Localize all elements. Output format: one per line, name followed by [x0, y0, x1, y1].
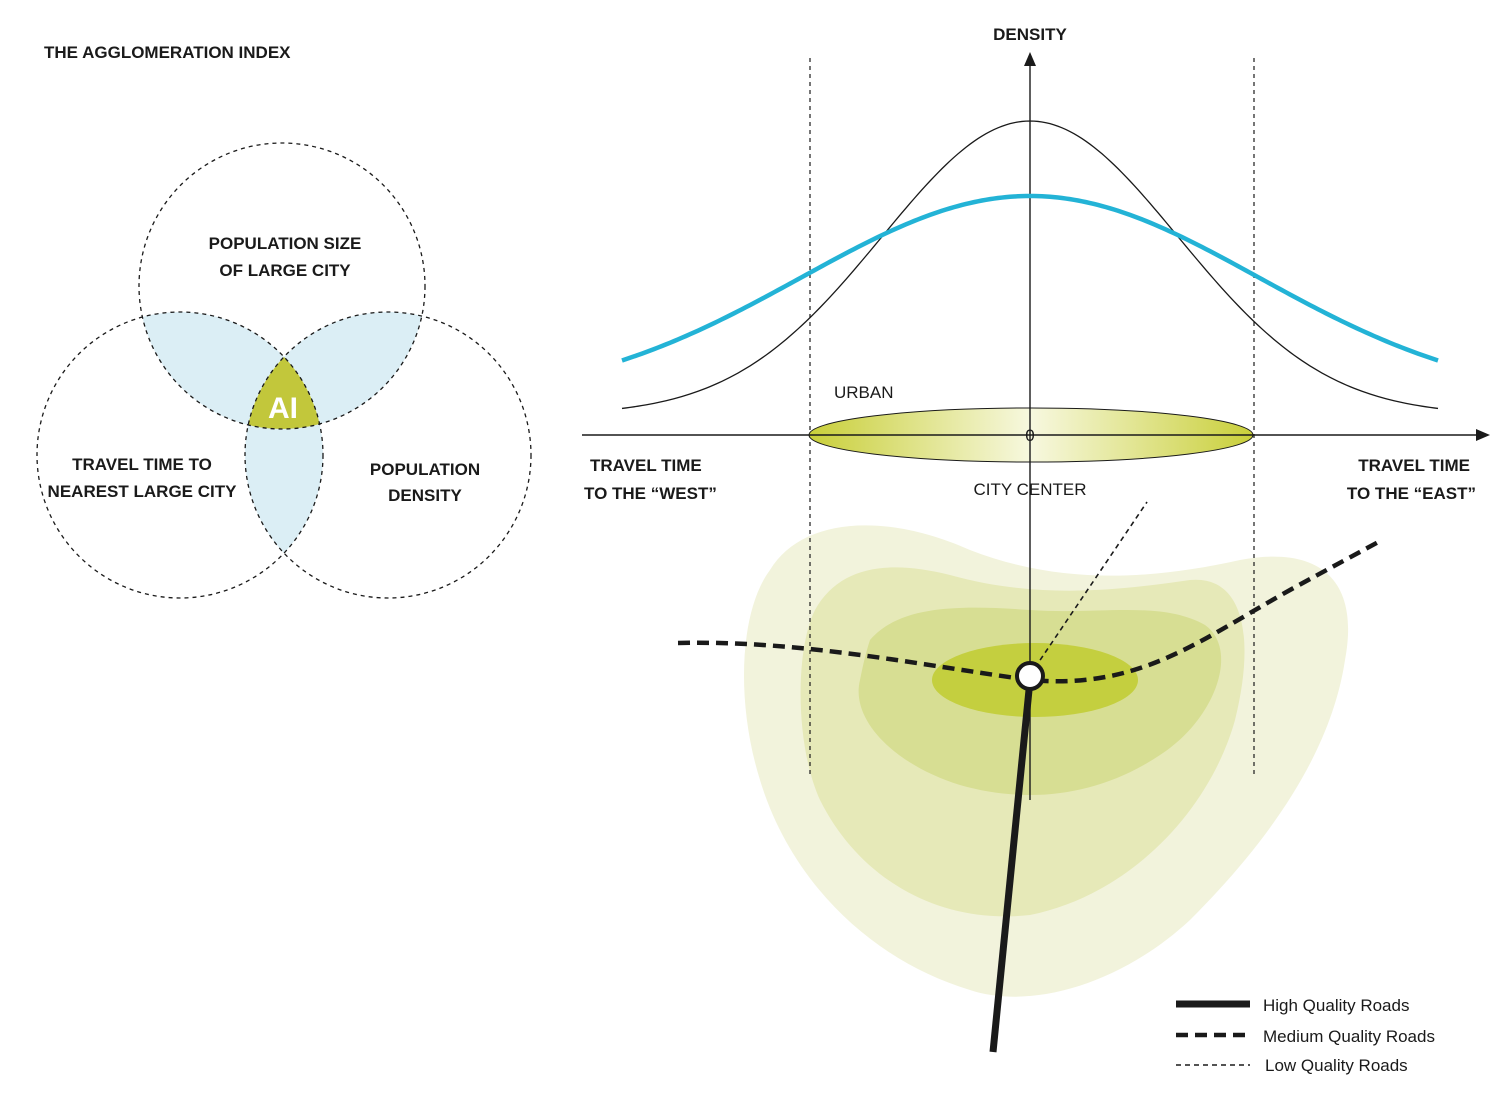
venn-label-top-line1: POPULATION SIZE [209, 234, 362, 253]
legend: High Quality Roads Medium Quality Roads … [1176, 996, 1435, 1075]
venn-label-right-line2: DENSITY [388, 486, 462, 505]
agglomeration-zones [743, 525, 1349, 997]
venn-label-top-line2: OF LARGE CITY [219, 261, 351, 280]
density-curve-concentrated [621, 120, 1439, 410]
east-label-line1: TRAVEL TIME [1358, 456, 1470, 475]
legend-label-medium: Medium Quality Roads [1263, 1027, 1435, 1046]
road-high-quality [989, 679, 1034, 1053]
west-label-line2: TO THE “WEST” [584, 484, 717, 503]
origin-label: 0 [1025, 426, 1034, 445]
legend-label-high: High Quality Roads [1263, 996, 1409, 1015]
venn-label-ai: AI [268, 392, 298, 425]
diagram-title: THE AGGLOMERATION INDEX [44, 43, 291, 62]
venn-circle-travel-time [36, 311, 324, 599]
city-center-label: CITY CENTER [973, 480, 1086, 499]
east-label-line2: TO THE “EAST” [1347, 484, 1476, 503]
y-axis-label: DENSITY [993, 25, 1067, 44]
legend-label-low: Low Quality Roads [1265, 1056, 1408, 1075]
overlap-top-left [139, 312, 323, 429]
x-axis-arrow [1476, 429, 1490, 441]
west-label-line1: TRAVEL TIME [590, 456, 702, 475]
y-axis-arrow [1024, 52, 1036, 66]
venn-label-right-line1: POPULATION [370, 460, 480, 479]
road-medium-quality [677, 538, 1384, 684]
city-center-marker [1015, 661, 1045, 691]
density-chart: DENSITY 0 URBAN CITY CENTER TRAVEL TIME … [582, 25, 1490, 800]
venn-circle-population-density [244, 311, 532, 599]
overlap-top-right [245, 312, 425, 429]
urban-label: URBAN [834, 383, 894, 402]
venn-diagram: POPULATION SIZE OF LARGE CITY TRAVEL TIM… [36, 142, 532, 599]
venn-label-left-line2: NEAREST LARGE CITY [48, 482, 238, 501]
venn-label-left-line1: TRAVEL TIME TO [72, 455, 212, 474]
road-low-quality [1029, 501, 1148, 676]
road-network [677, 501, 1384, 1053]
venn-circle-population-size [138, 142, 426, 430]
density-curve-dispersed [621, 193, 1439, 363]
